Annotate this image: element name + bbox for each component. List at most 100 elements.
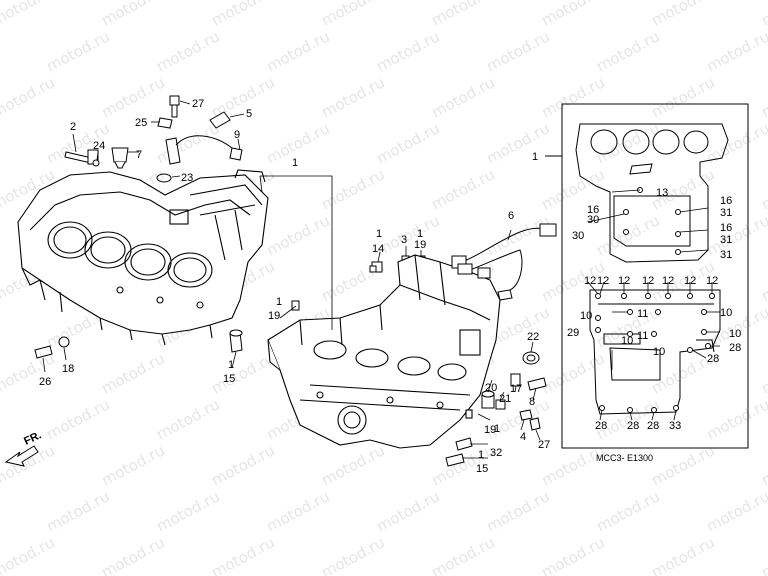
watermark-text: motod.ru <box>0 27 3 75</box>
watermark-text: motod.ru <box>483 487 552 535</box>
watermark-text: motod.ru <box>98 441 167 489</box>
callout-14: 14 <box>372 243 384 255</box>
watermark-text: motod.ru <box>373 27 442 75</box>
harness-illustration <box>445 223 557 467</box>
watermark-text: motod.ru <box>0 303 3 351</box>
watermark-text: motod.ru <box>263 27 332 75</box>
callout-22: 22 <box>527 331 539 343</box>
watermark-text: motod.ru <box>0 349 58 397</box>
watermark-text: motod.ru <box>648 73 717 121</box>
callout-28: 28 <box>647 420 659 432</box>
callout-16: 16 <box>720 222 732 234</box>
watermark-text: motod.ru <box>538 0 607 30</box>
watermark-text: motod.ru <box>208 533 277 576</box>
callout-1: 1 <box>376 228 382 240</box>
callout-19: 19 <box>484 424 496 436</box>
callout-16: 16 <box>720 195 732 207</box>
callout-labels: 1 1 1 1 1 1 1 1 2 3 4 5 6 7 8 9 10 10 10… <box>39 98 741 475</box>
watermark-text: motod.ru <box>373 487 442 535</box>
watermark-text: motod.ru <box>208 441 277 489</box>
watermark-text: motod.ru <box>483 27 552 75</box>
callout-10: 10 <box>621 335 633 347</box>
leader-lines <box>42 100 720 459</box>
callout-23: 23 <box>181 172 193 184</box>
watermark-text: motod.ru <box>318 73 387 121</box>
callout-12: 12 <box>662 275 674 287</box>
callout-10: 10 <box>729 328 741 340</box>
callout-18: 18 <box>62 363 74 375</box>
callout-12: 12 <box>584 275 596 287</box>
bolt-layout-frame <box>545 103 749 449</box>
callout-33: 33 <box>669 420 681 432</box>
callout-6: 6 <box>508 210 514 222</box>
watermark-text: motod.ru <box>593 119 662 167</box>
callout-2: 2 <box>70 121 76 133</box>
callout-5: 5 <box>246 108 252 120</box>
callout-1: 1 <box>478 449 484 461</box>
diagram-reference-code: MCC3- E1300 <box>596 453 653 463</box>
callout-12: 12 <box>684 275 696 287</box>
callout-28: 28 <box>627 420 639 432</box>
watermark-text: motod.ru <box>758 349 768 397</box>
watermark-text: motod.ru <box>593 487 662 535</box>
callout-12: 12 <box>706 275 718 287</box>
watermark-text: motod.ru <box>373 119 442 167</box>
watermark-text: motod.ru <box>538 349 607 397</box>
watermark-text: motod.ru <box>758 0 768 30</box>
watermark-text: motod.ru <box>43 487 112 535</box>
watermark-text: motod.ru <box>538 73 607 121</box>
callout-31: 31 <box>720 234 732 246</box>
watermark-text: motod.ru <box>538 533 607 576</box>
callout-12: 12 <box>597 275 609 287</box>
callout-1: 1 <box>494 423 500 435</box>
watermark-text: motod.ru <box>428 533 497 576</box>
callout-20: 20 <box>485 382 497 394</box>
watermark-text: motod.ru <box>483 119 552 167</box>
callout-19: 19 <box>268 310 280 322</box>
watermark-text: motod.ru <box>758 73 768 121</box>
watermark-text: motod.ru <box>703 211 768 259</box>
front-marker-label: FR. <box>22 429 43 447</box>
watermark-text: motod.ru <box>0 119 3 167</box>
watermark-text: motod.ru <box>428 73 497 121</box>
callout-24: 24 <box>93 140 105 152</box>
callout-8: 8 <box>529 396 535 408</box>
watermark-text: motod.ru <box>0 533 58 576</box>
watermark-text: motod.ru <box>758 533 768 576</box>
watermark-text: motod.ru <box>98 73 167 121</box>
callout-30: 30 <box>572 230 584 242</box>
watermark-text: motod.ru <box>703 395 768 443</box>
callout-30: 30 <box>587 214 599 226</box>
callout-1: 1 <box>417 228 423 240</box>
watermark-text: motod.ru <box>593 27 662 75</box>
lower-crankcase-illustration <box>267 254 501 449</box>
callout-1: 1 <box>276 296 282 308</box>
watermark-text: motod.ru <box>758 165 768 213</box>
callout-12: 12 <box>618 275 630 287</box>
watermark-text: motod.ru <box>318 441 387 489</box>
watermark-text: motod.ru <box>703 119 768 167</box>
callout-27: 27 <box>538 439 550 451</box>
watermark-text: motod.ru <box>98 349 167 397</box>
watermark-text: motod.ru <box>208 349 277 397</box>
watermark-text: motod.ru <box>153 27 222 75</box>
callout-10: 10 <box>653 346 665 358</box>
callout-9: 9 <box>234 129 240 141</box>
watermark-text: motod.ru <box>43 395 112 443</box>
callout-4: 4 <box>520 431 526 443</box>
callout-7: 7 <box>136 149 142 161</box>
callout-15: 15 <box>223 373 235 385</box>
callout-1: 1 <box>228 359 234 371</box>
watermark-text: motod.ru <box>318 165 387 213</box>
callout-1: 1 <box>532 151 538 163</box>
watermark-text: motod.ru <box>648 0 717 30</box>
callout-25: 25 <box>135 117 147 129</box>
watermark-text: motod.ru <box>648 441 717 489</box>
watermark-text: motod.ru <box>758 257 768 305</box>
callout-31: 31 <box>720 207 732 219</box>
watermark-text: motod.ru <box>153 487 222 535</box>
watermark-text: motod.ru <box>758 441 768 489</box>
callout-12: 12 <box>642 275 654 287</box>
callout-29: 29 <box>567 327 579 339</box>
